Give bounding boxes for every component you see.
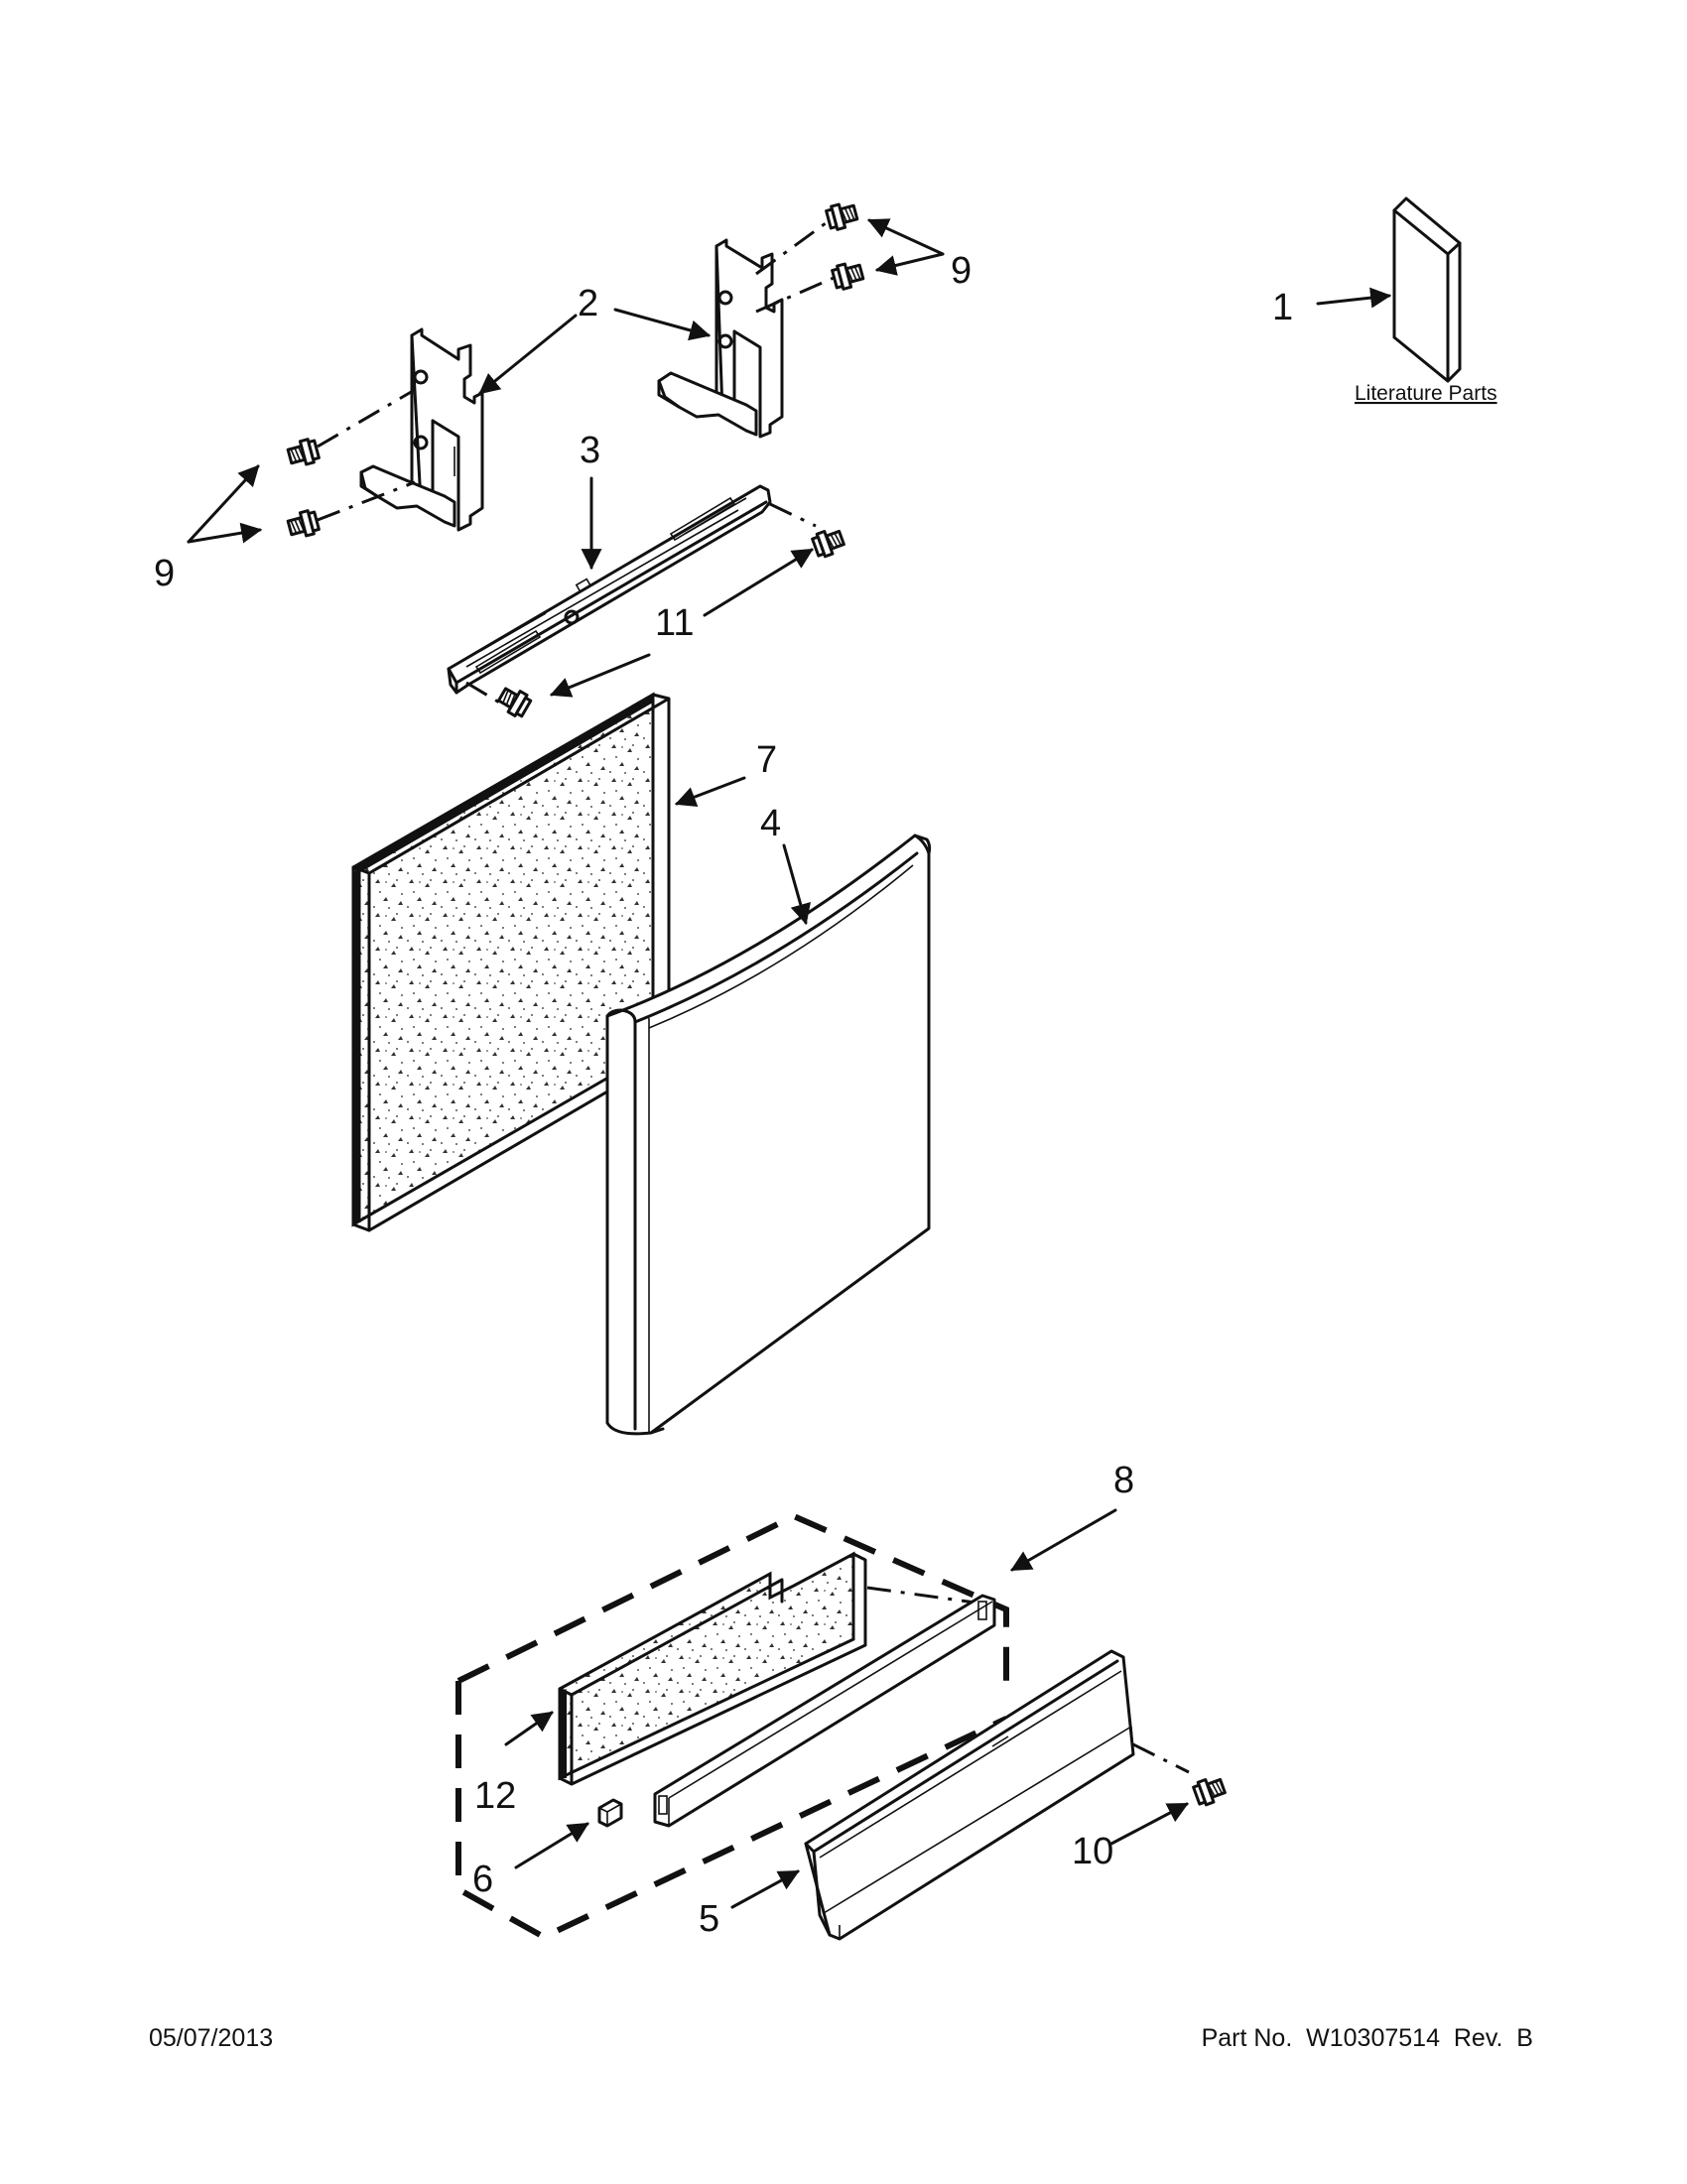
chain-line-11-right [769, 502, 817, 528]
toekick-kit-boundary [455, 1512, 1009, 1941]
chain-line-10 [1132, 1742, 1190, 1774]
leader-9-right-a [867, 218, 945, 256]
chain-line-right-top [755, 218, 831, 276]
callout-4: 4 [760, 803, 781, 844]
leader-7 [675, 776, 746, 808]
screw-10 [1191, 1773, 1229, 1809]
callout-2: 2 [578, 283, 598, 324]
toekick-clip [597, 1798, 623, 1828]
toekick-insulation-strip [558, 1551, 867, 1786]
callout-5: 5 [699, 1898, 719, 1940]
toekick-panel [804, 1649, 1135, 1941]
outer-door-panel [605, 834, 932, 1436]
screw-11-right [810, 525, 847, 561]
leader-4 [782, 843, 811, 926]
literature-parts-label: Literature Parts [1355, 382, 1497, 405]
callout-9-left: 9 [154, 553, 175, 594]
screw-9-right-top [824, 198, 860, 233]
callout-8: 8 [1113, 1460, 1134, 1501]
callout-10: 10 [1072, 1831, 1113, 1872]
footer-part-number: Part No. W10307514 Rev. B [1201, 2024, 1533, 2052]
leader-8 [1010, 1508, 1117, 1572]
leader-5 [730, 1869, 800, 1909]
screw-11-left [494, 683, 534, 720]
callout-12: 12 [474, 1775, 516, 1817]
right-hinge-bracket [657, 238, 784, 439]
screw-9-left-bottom [285, 507, 322, 542]
callout-9-right: 9 [951, 250, 972, 292]
door-brace [447, 484, 772, 695]
callout-6: 6 [472, 1859, 493, 1900]
leader-10 [1109, 1802, 1189, 1846]
leader-12 [504, 1711, 554, 1746]
toekick-strip [653, 1594, 996, 1828]
literature-parts-booklet [1392, 196, 1462, 383]
chain-line-11-left [465, 681, 507, 708]
chain-line-left-bottom [317, 480, 416, 522]
leader-11-right [703, 548, 814, 617]
leader-11-left [550, 653, 651, 698]
footer-date: 05/07/2013 [149, 2024, 274, 2052]
chain-line-left-top [317, 389, 414, 449]
callout-7: 7 [756, 739, 777, 781]
screw-9-right-bottom [830, 258, 866, 293]
leader-1 [1316, 287, 1392, 309]
callout-3: 3 [580, 430, 600, 471]
chain-line-right-bottom [755, 276, 835, 314]
leader-9-right-b [874, 252, 945, 276]
screw-9-left-top [285, 436, 322, 470]
chain-line-12 [866, 1586, 983, 1606]
leader-2-right [613, 308, 712, 341]
callout-11: 11 [655, 602, 694, 644]
leader-9-left-b [187, 522, 263, 544]
leader-6 [514, 1822, 589, 1869]
leader-9-left-a [187, 464, 260, 544]
left-hinge-bracket [359, 327, 484, 532]
leader-2-left [478, 314, 578, 395]
callout-1: 1 [1272, 287, 1293, 328]
